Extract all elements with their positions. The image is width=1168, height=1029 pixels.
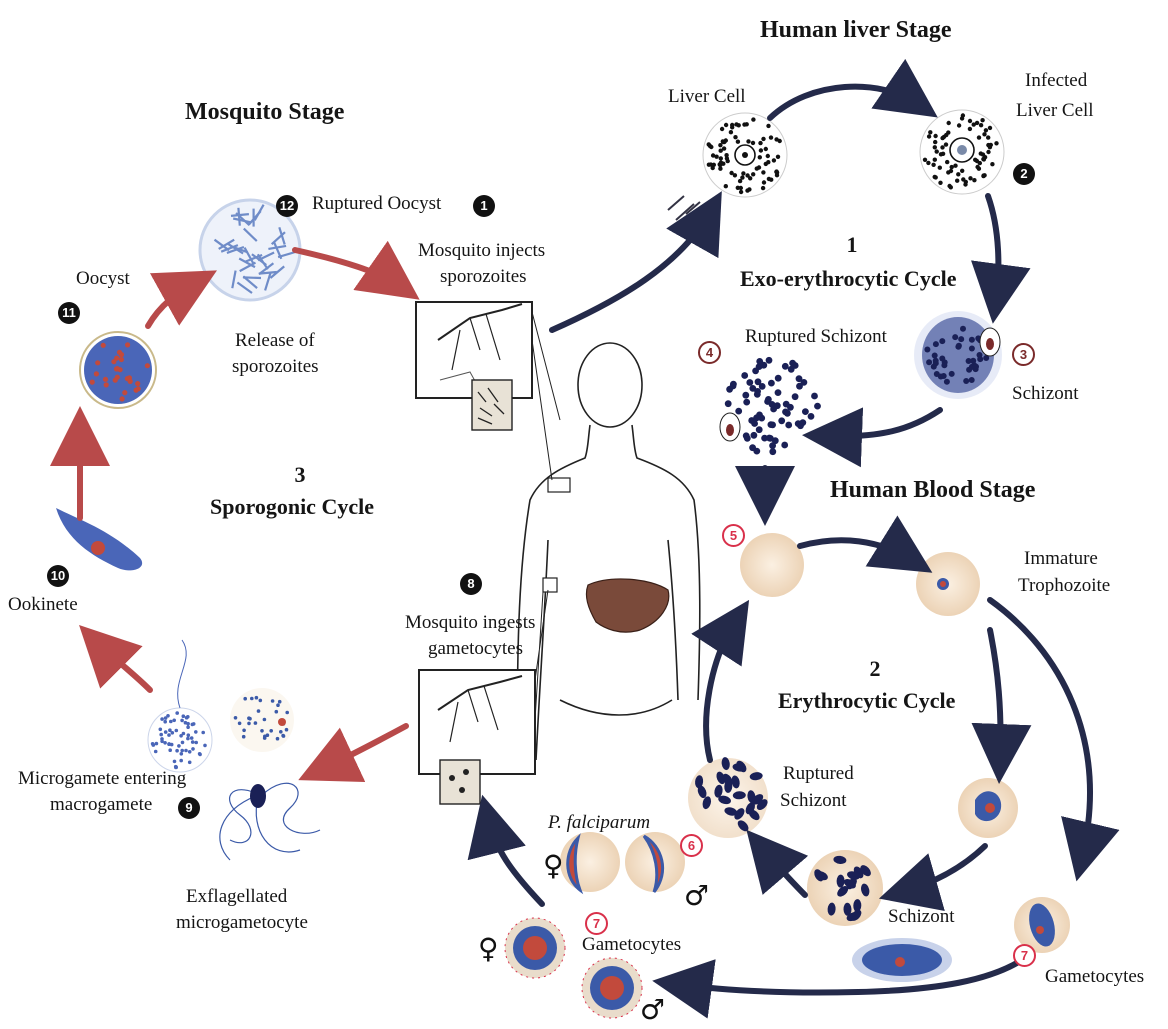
- sporogonic-cycle-name: Sporogonic Cycle: [210, 494, 374, 520]
- step-9-badge: 9: [178, 797, 200, 819]
- erythrocytic-cycle-name: Erythrocytic Cycle: [778, 688, 955, 714]
- exo-cycle-name: Exo-erythrocytic Cycle: [740, 266, 956, 292]
- infected-liver-label-1: Infected: [1025, 70, 1087, 92]
- rbc-uninfected: [740, 533, 804, 597]
- gametocyte-bottom: [852, 938, 952, 982]
- schizont-blood: [807, 850, 883, 926]
- infected-liver-cell: [920, 110, 1004, 194]
- step-7-badge-right: 7: [1013, 944, 1036, 967]
- microgamete-label-2: macrogamete: [50, 794, 152, 816]
- male-symbol-icon: ♂: [684, 882, 709, 910]
- immature-label-2: Trophozoite: [1018, 575, 1110, 597]
- step-11-badge: 11: [58, 302, 80, 324]
- bite-site-marker: [548, 478, 570, 492]
- immature-trophozoite: [916, 552, 980, 616]
- liver-cell: [668, 113, 787, 220]
- ruptured-schizont-blood-label-2: Schizont: [780, 790, 847, 812]
- ruptured-schizont-liver: [720, 357, 821, 455]
- schizont-liver-label: Schizont: [1012, 383, 1079, 405]
- ingests-label-2: gametocytes: [428, 638, 523, 660]
- ruptured-schizont-liver-label: Ruptured Schizont: [745, 326, 887, 348]
- ingests-label-1: Mosquito ingests: [405, 612, 535, 634]
- bite-site-marker-2: [543, 578, 557, 592]
- step-8-badge: 8: [460, 573, 482, 595]
- ruptured-schizont-blood-label-1: Ruptured: [783, 763, 854, 785]
- female-symbol-icon-2: ♀: [478, 935, 499, 963]
- infected-liver-label-2: Liver Cell: [1016, 100, 1094, 122]
- release-label-2: sporozoites: [232, 356, 319, 378]
- step-2-badge: 2: [1013, 163, 1035, 185]
- oocyst-label: Oocyst: [76, 268, 130, 290]
- step-7-badge-center: 7: [585, 912, 608, 935]
- female-symbol-icon: ♀: [543, 852, 564, 880]
- exflagellated-label-1: Exflagellated: [186, 886, 287, 908]
- immature-label-1: Immature: [1024, 548, 1098, 570]
- ookinete: [56, 508, 142, 570]
- step-12-badge: 12: [276, 195, 298, 217]
- male-symbol-icon-2: ♂: [640, 996, 665, 1024]
- liver-stage-title: Human liver Stage: [760, 16, 952, 44]
- oocyst: [80, 332, 156, 408]
- step-5-badge: 5: [722, 524, 745, 547]
- schizont-blood-label: Schizont: [888, 906, 955, 928]
- human-body-outline: [518, 343, 700, 760]
- microgamete-entering: [148, 640, 212, 772]
- trophozoite-mature: [958, 778, 1018, 838]
- microgamete-label-1: Microgamete entering: [18, 768, 186, 790]
- gametocytes-center-label: Gametocytes: [582, 934, 681, 956]
- exo-cycle-number: 1: [832, 232, 872, 258]
- step-6-badge: 6: [680, 834, 703, 857]
- gametocytes-right-label: Gametocytes: [1045, 966, 1144, 988]
- p-falciparum-label: P. falciparum: [548, 812, 650, 834]
- liver-cell-label: Liver Cell: [668, 86, 746, 108]
- release-label-1: Release of: [235, 330, 315, 352]
- ookinete-label: Ookinete: [8, 594, 78, 616]
- injects-label-2: sporozoites: [440, 266, 527, 288]
- sporogonic-cycle-number: 3: [280, 462, 320, 488]
- ruptured-schizont-blood: [688, 757, 770, 838]
- macrogamete: [230, 688, 294, 752]
- liver-organ-icon: [586, 579, 668, 632]
- mosquito-inject-inset: [416, 302, 560, 480]
- erythrocytic-cycle-number: 2: [855, 656, 895, 682]
- blood-stage-title: Human Blood Stage: [830, 476, 1035, 504]
- exflagellated-label-2: microgametocyte: [176, 912, 308, 934]
- injects-label-1: Mosquito injects: [418, 240, 545, 262]
- mosquito-stage-title: Mosquito Stage: [185, 98, 344, 126]
- step-3-badge: 3: [1012, 343, 1035, 366]
- step-10-badge: 10: [47, 565, 69, 587]
- step-4-badge: 4: [698, 341, 721, 364]
- exflagellated-microgametocyte: [220, 783, 320, 860]
- schizont-liver: [914, 311, 1002, 399]
- step-1-badge: 1: [473, 195, 495, 217]
- ruptured-oocyst-label: Ruptured Oocyst: [312, 193, 441, 215]
